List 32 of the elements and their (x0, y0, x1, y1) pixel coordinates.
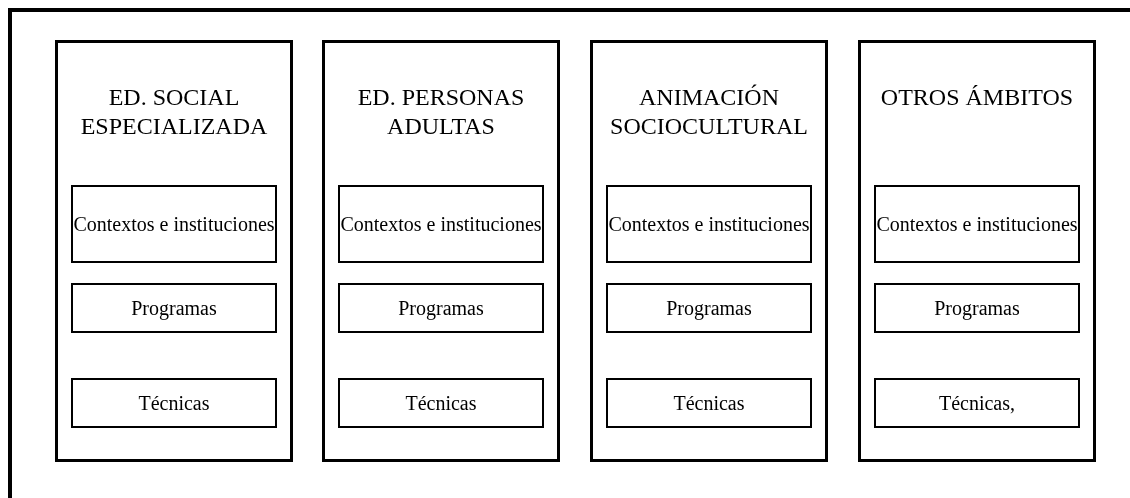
item-box (71, 283, 277, 333)
item-box (338, 283, 544, 333)
box-label: Técnicas (405, 391, 477, 415)
item-box (606, 283, 812, 333)
column-heading: OTROS ÁMBITOS (879, 83, 1075, 112)
box-label: Técnicas (673, 391, 745, 415)
box-label: Programas (666, 296, 752, 320)
item-box (71, 185, 277, 263)
box-label: Programas (398, 296, 484, 320)
box-label: Programas (934, 296, 1020, 320)
item-box (874, 283, 1080, 333)
item-box (874, 378, 1080, 428)
column-panel (858, 40, 1096, 462)
item-box (606, 378, 812, 428)
box-label: Contextos e instituciones (340, 212, 542, 236)
column-heading: ANIMACIÓN SOCIOCULTURAL (609, 83, 809, 141)
item-box (606, 185, 812, 263)
box-label: Técnicas, (938, 391, 1016, 415)
item-box (874, 185, 1080, 263)
item-box (71, 378, 277, 428)
column-panel (55, 40, 293, 462)
column-panel (322, 40, 560, 462)
column-panel (590, 40, 828, 462)
item-box (338, 378, 544, 428)
column-heading: ED. PERSONAS ADULTAS (356, 83, 526, 141)
item-box (338, 185, 544, 263)
column-heading: ED. SOCIAL ESPECIALIZADA (79, 83, 269, 141)
box-label: Contextos e instituciones (608, 212, 810, 236)
box-label: Técnicas (138, 391, 210, 415)
box-label: Contextos e instituciones (876, 212, 1078, 236)
box-label: Contextos e instituciones (73, 212, 275, 236)
box-label: Programas (131, 296, 217, 320)
